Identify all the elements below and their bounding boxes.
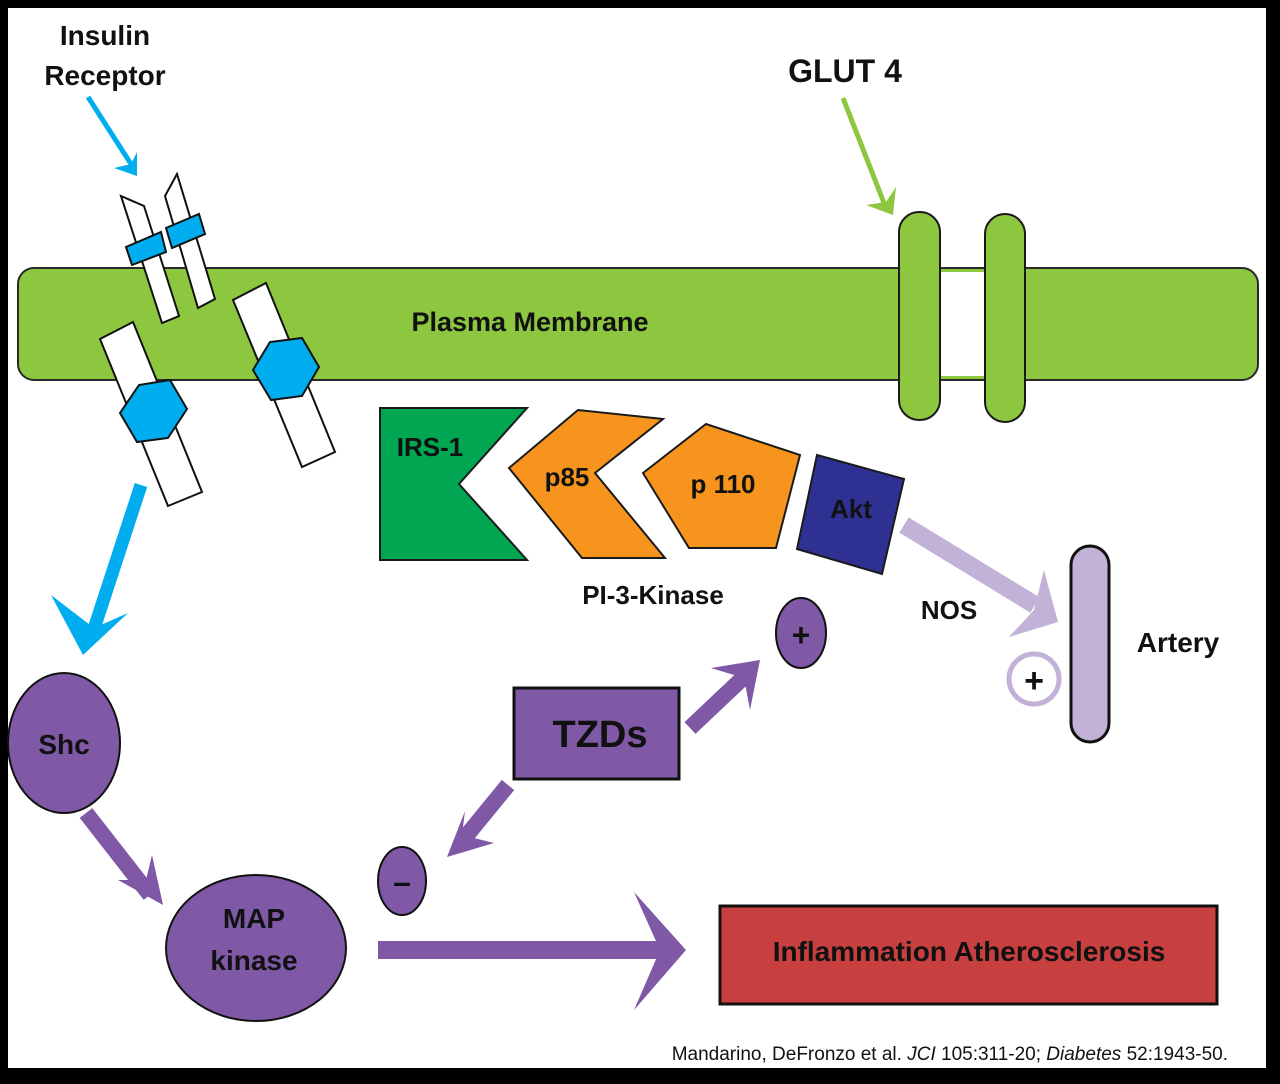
citation-ref-diabetes: 52:1943-50. bbox=[1121, 1044, 1228, 1065]
tzd-plus-sign bbox=[775, 597, 827, 669]
receptor-to-shc-arrow bbox=[51, 482, 148, 655]
p85-block bbox=[507, 408, 668, 559]
receptor-alpha-left bbox=[119, 194, 181, 325]
tzds-label: TZDs bbox=[553, 714, 648, 756]
citation-ref-jci: 105:311-20; bbox=[936, 1044, 1047, 1065]
p85-label: p85 bbox=[545, 462, 590, 492]
receptor-binding-site-left bbox=[124, 230, 168, 267]
map-kinase-label-line1: MAP bbox=[223, 903, 285, 934]
map-kinase-node bbox=[165, 874, 347, 1022]
tzd-plus-symbol: + bbox=[792, 617, 811, 653]
p110-label: p 110 bbox=[690, 469, 755, 499]
glut4-arrow bbox=[840, 97, 896, 215]
receptor-binding-site-right bbox=[164, 212, 207, 250]
insulin-receptor-label-line2: Receptor bbox=[44, 60, 165, 91]
irs1-label: IRS-1 bbox=[397, 432, 463, 462]
artery-label: Artery bbox=[1137, 627, 1220, 658]
artery-vessel bbox=[1069, 544, 1111, 744]
glut4-pore bbox=[941, 272, 984, 376]
akt-label: Akt bbox=[830, 494, 872, 524]
artery-stimulation-sign bbox=[1006, 651, 1062, 707]
insulin-receptor-arrow bbox=[85, 95, 137, 176]
glut4-channel-right bbox=[984, 213, 1026, 423]
glut4-label: GLUT 4 bbox=[788, 53, 902, 89]
shc-node bbox=[7, 672, 121, 814]
citation-journal-diabetes: Diabetes bbox=[1046, 1044, 1121, 1065]
tzds-to-map-arrow bbox=[447, 779, 515, 857]
map-kinase-label-line2: kinase bbox=[210, 945, 297, 976]
insulin-receptor-label-line1: Insulin bbox=[60, 20, 150, 51]
citation-journal-jci: JCI bbox=[906, 1044, 936, 1065]
tyrosine-kinase-domain-right bbox=[251, 336, 321, 402]
pi3k-label: PI-3-Kinase bbox=[582, 580, 724, 610]
tzd-minus-symbol: – bbox=[393, 864, 411, 900]
akt-block bbox=[795, 453, 906, 576]
artery-plus-symbol: + bbox=[1024, 662, 1044, 700]
plasma-membrane-label: Plasma Membrane bbox=[411, 307, 648, 337]
glut4-channel-left bbox=[898, 211, 941, 421]
inflammation-atherosclerosis-label: Inflammation Atherosclerosis bbox=[773, 936, 1166, 967]
shc-label: Shc bbox=[38, 729, 89, 760]
tzds-box bbox=[512, 686, 681, 781]
tyrosine-kinase-domain-left bbox=[118, 378, 189, 444]
shc-to-map-arrow bbox=[79, 808, 163, 905]
insulin-receptor bbox=[98, 171, 337, 508]
tzd-minus-sign bbox=[377, 846, 427, 916]
akt-to-artery-arrow bbox=[899, 517, 1058, 637]
map-to-inflammation-arrow bbox=[378, 892, 686, 1010]
irs1-block bbox=[379, 407, 530, 561]
citation-authors: Mandarino, DeFronzo et al. bbox=[672, 1044, 908, 1065]
inflammation-atherosclerosis-box bbox=[718, 904, 1219, 1006]
nos-label: NOS bbox=[921, 595, 977, 625]
tzds-to-pi3k-arrow bbox=[684, 660, 760, 734]
citation: Mandarino, DeFronzo et al. JCI 105:311-2… bbox=[672, 1044, 1228, 1065]
p110-block bbox=[641, 422, 802, 549]
